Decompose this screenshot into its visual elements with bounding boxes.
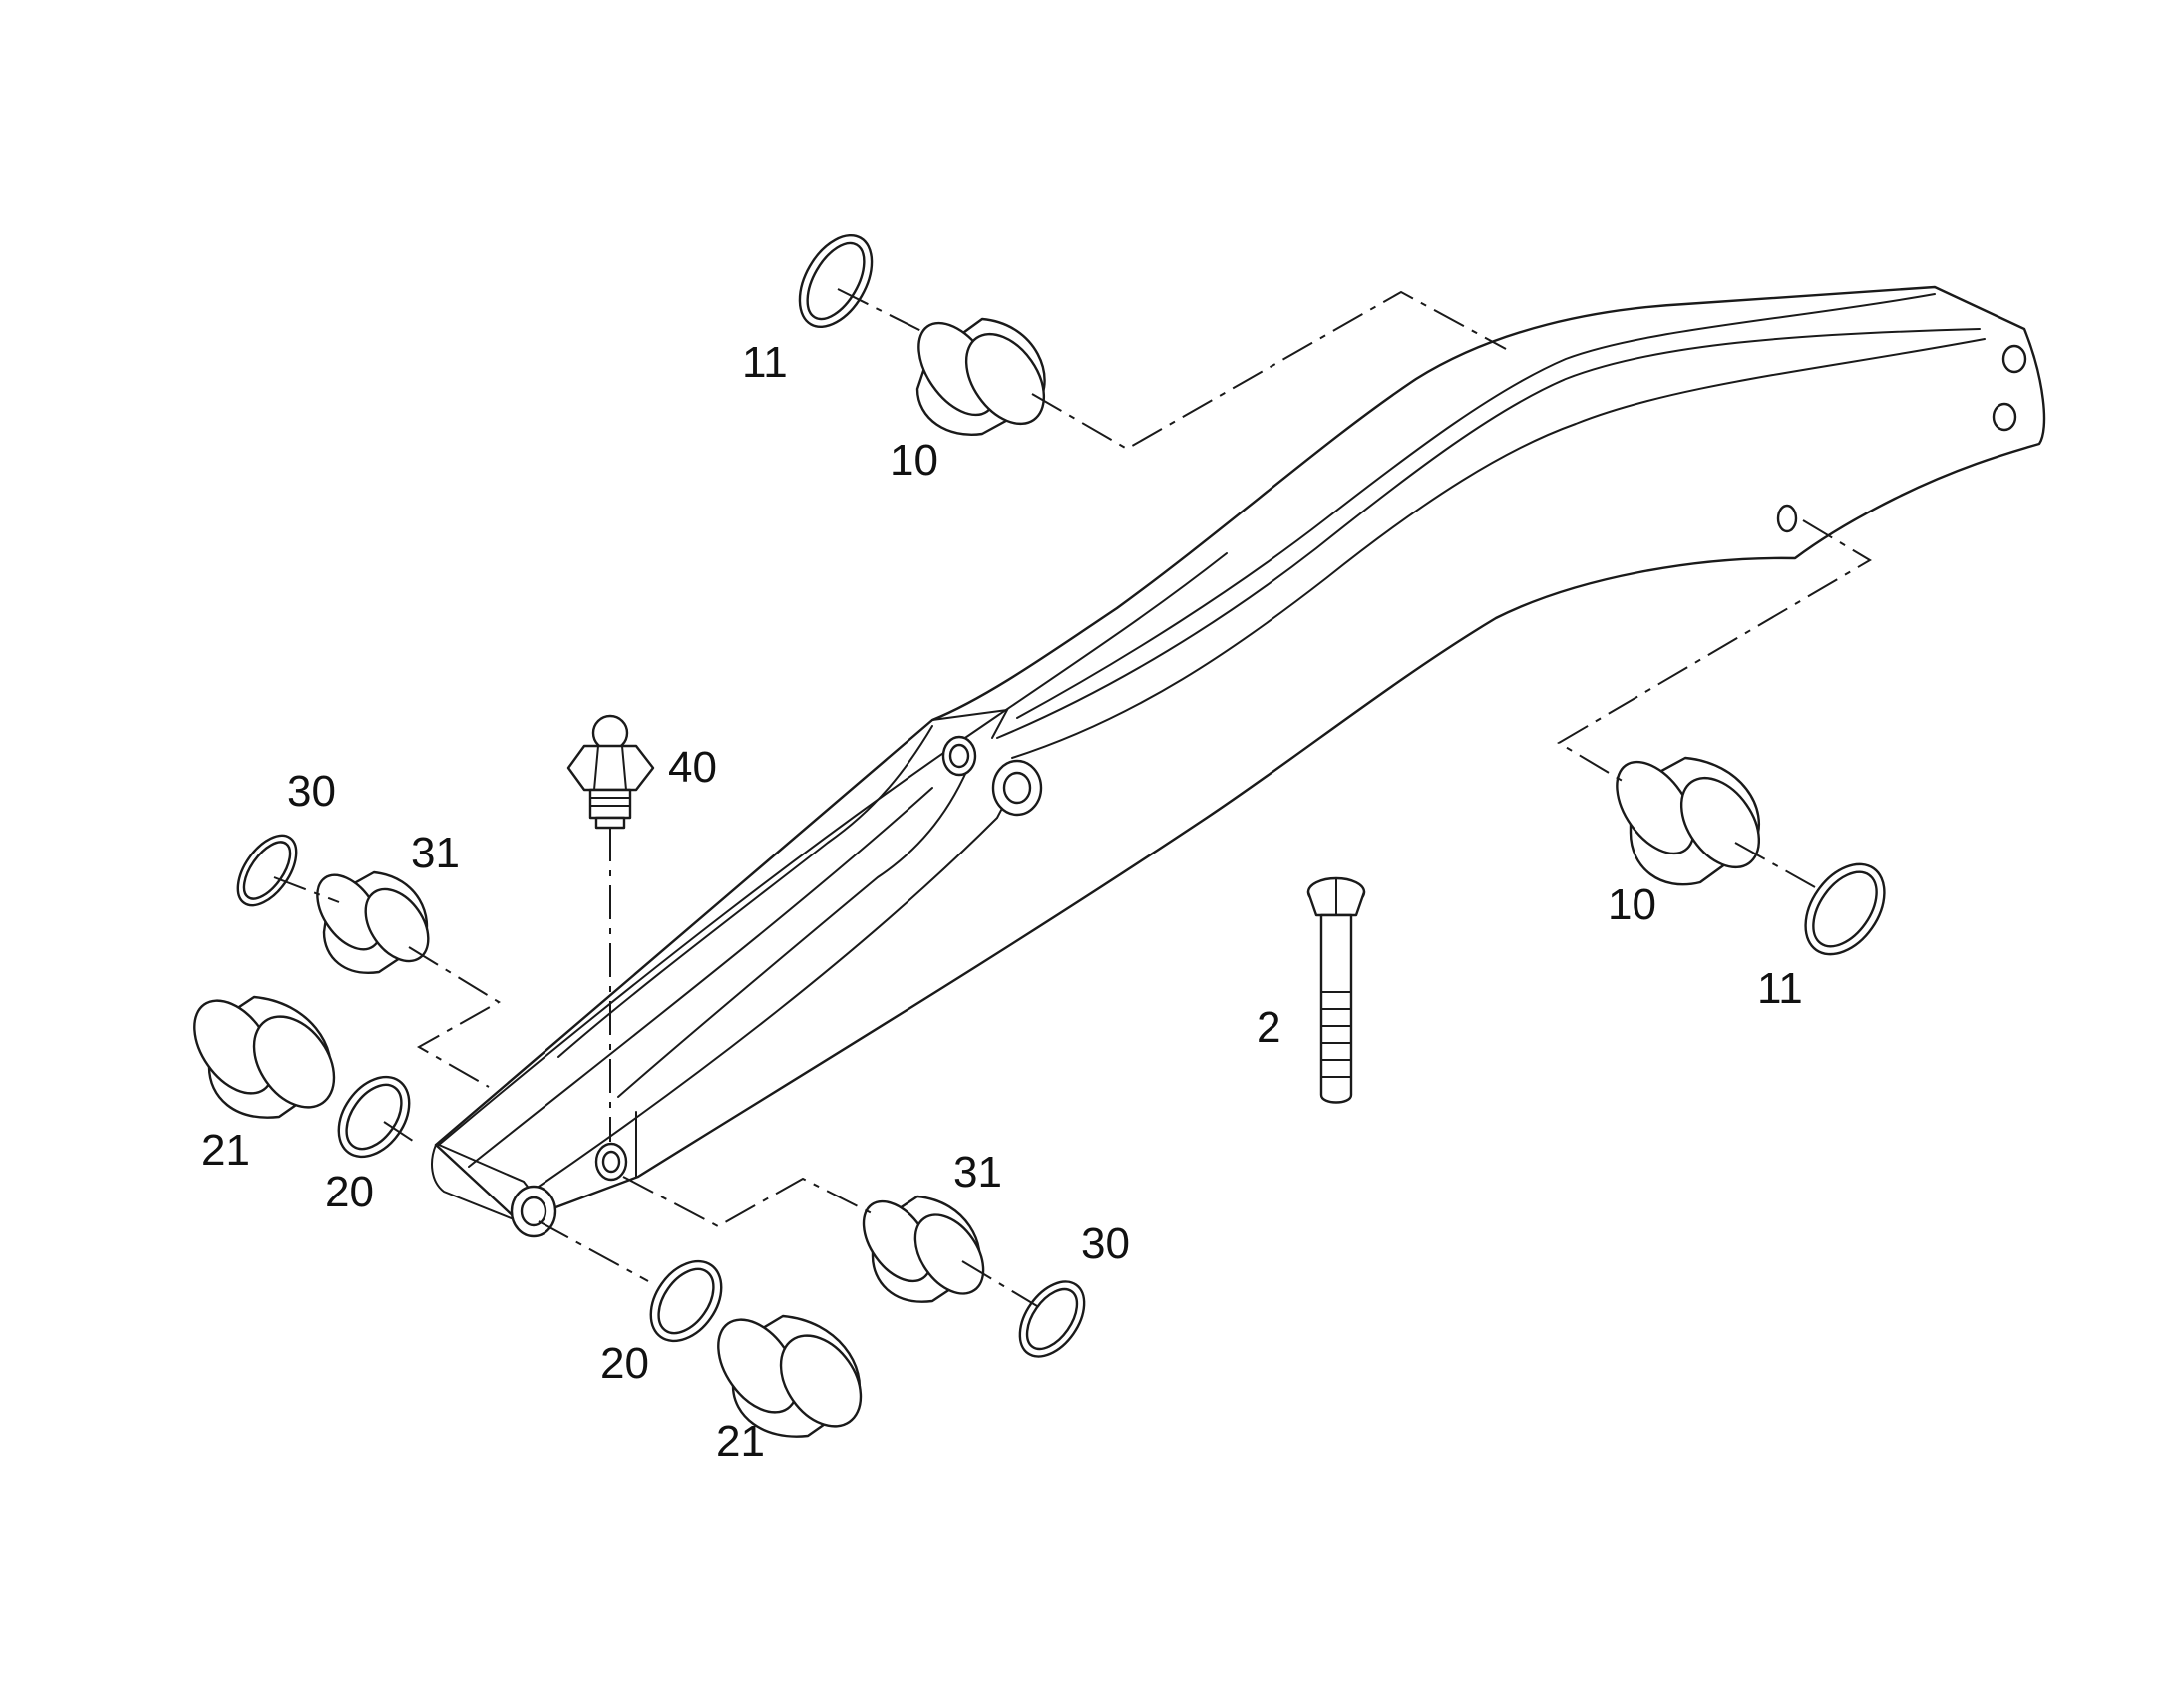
callout-11-upper: 11 xyxy=(742,338,788,387)
bushing-10-upper xyxy=(915,317,1046,436)
callout-21-left: 21 xyxy=(201,1126,250,1175)
callout-31-left: 31 xyxy=(411,829,460,877)
bushing-31-right xyxy=(862,1195,985,1303)
ring-11-right xyxy=(1804,862,1886,956)
bushing-10-right xyxy=(1616,756,1761,886)
callout-11-right: 11 xyxy=(1757,964,1803,1013)
callout-21-right: 21 xyxy=(716,1417,765,1466)
ring-11-upper xyxy=(798,233,874,329)
grease-nipple-40 xyxy=(566,714,655,830)
callout-10-right: 10 xyxy=(1608,880,1656,929)
ring-30-right xyxy=(1018,1280,1086,1358)
arm-body xyxy=(431,285,2046,1238)
ring-20-left xyxy=(337,1075,411,1159)
callout-30-right: 30 xyxy=(1081,1219,1130,1268)
bolt-2 xyxy=(1306,876,1366,1104)
callout-labels: 11 10 40 30 31 21 20 2 10 11 31 30 20 21 xyxy=(201,338,1803,1466)
callout-40: 40 xyxy=(668,743,717,792)
callout-30-left: 30 xyxy=(287,767,336,816)
bushing-21-left xyxy=(193,995,336,1119)
callout-31-right: 31 xyxy=(953,1148,1002,1196)
bushing-21-right xyxy=(717,1314,863,1438)
callout-10-upper: 10 xyxy=(890,436,938,485)
bushing-31-left xyxy=(316,870,430,974)
callout-2: 2 xyxy=(1257,1003,1280,1052)
callout-20-right: 20 xyxy=(600,1339,649,1388)
ring-30-left xyxy=(236,834,298,907)
ring-20-right xyxy=(649,1259,723,1343)
leader-lines xyxy=(273,288,1872,1307)
callout-20-left: 20 xyxy=(325,1168,374,1216)
